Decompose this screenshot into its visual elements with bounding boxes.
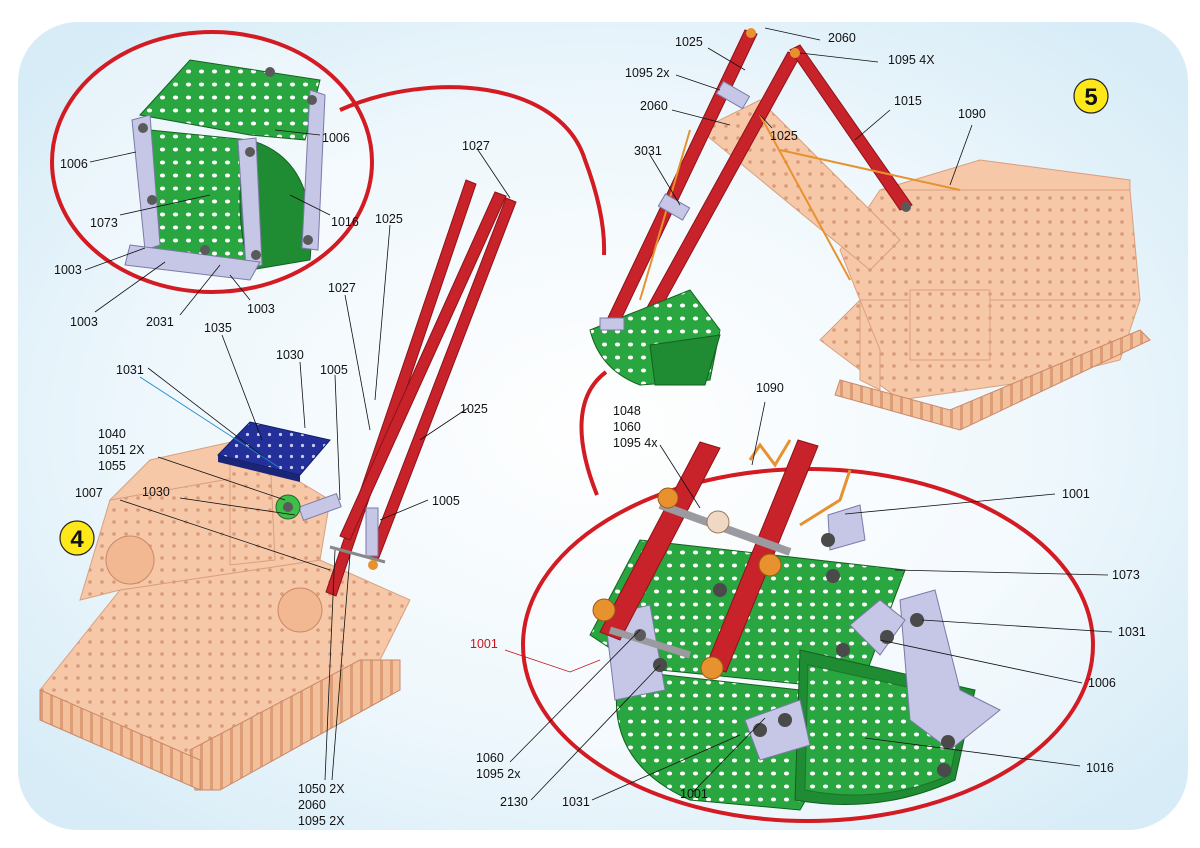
blue-leader-line bbox=[139, 376, 281, 469]
part-label: 1095 2x bbox=[476, 767, 521, 781]
part-label: 1027 bbox=[328, 281, 356, 295]
callout-connector-left bbox=[339, 85, 607, 256]
bucket-detail-top-left bbox=[124, 59, 326, 281]
part-label: 1048 bbox=[613, 404, 641, 418]
part-labels-step5: 1025 2060 1095 4X 1095 2x 2060 1015 1090… bbox=[625, 31, 986, 158]
part-label: 1005 bbox=[432, 494, 460, 508]
leader-lines bbox=[84, 27, 1113, 801]
part-label: 2031 bbox=[146, 315, 174, 329]
step-number-5: 5 bbox=[1084, 84, 1097, 111]
part-label: 1025 bbox=[770, 129, 798, 143]
part-label: 1003 bbox=[247, 302, 275, 316]
part-label: 1025 bbox=[375, 212, 403, 226]
part-label: 1090 bbox=[958, 107, 986, 121]
part-label: 1095 4X bbox=[888, 53, 935, 67]
part-label: 1015 bbox=[894, 94, 922, 108]
excavator-step5-body bbox=[699, 99, 1151, 431]
part-label: 1003 bbox=[70, 315, 98, 329]
part-label: 1055 bbox=[98, 459, 126, 473]
part-label: 2060 bbox=[298, 798, 326, 812]
part-label: 1030 bbox=[276, 348, 304, 362]
part-label: 1035 bbox=[204, 321, 232, 335]
part-labels-bottom-right: 1048 1060 1095 4x 1090 1001 1073 1001 10… bbox=[470, 381, 1146, 809]
part-labels-top-left: 1006 1006 1073 1016 1003 1003 2031 1003 bbox=[54, 131, 359, 329]
part-label: 2130 bbox=[500, 795, 528, 809]
part-label: 2060 bbox=[828, 31, 856, 45]
part-label: 1006 bbox=[60, 157, 88, 171]
boom-step5 bbox=[603, 28, 961, 347]
part-label: 2060 bbox=[640, 99, 668, 113]
part-label: 1003 bbox=[54, 263, 82, 277]
step-number-4: 4 bbox=[70, 526, 84, 553]
part-label: 1073 bbox=[90, 216, 118, 230]
part-label: 1060 bbox=[476, 751, 504, 765]
part-label: 1025 bbox=[675, 35, 703, 49]
part-label: 1027 bbox=[462, 139, 490, 153]
part-label: 1007 bbox=[75, 486, 103, 500]
part-labels-step4: 1027 1025 1027 1035 1030 1031 1005 1025 … bbox=[75, 139, 490, 828]
part-label: 1050 2X bbox=[298, 782, 345, 796]
part-label: 1030 bbox=[142, 485, 170, 499]
part-label: 1073 bbox=[1112, 568, 1140, 582]
part-label: 1095 2x bbox=[625, 66, 670, 80]
part-label: 1031 bbox=[1118, 625, 1146, 639]
excavator-step4-body bbox=[39, 439, 411, 791]
part-label: 1095 4x bbox=[613, 436, 658, 450]
part-label: 1001 bbox=[1062, 487, 1090, 501]
part-label: 1016 bbox=[331, 215, 359, 229]
part-label: 1016 bbox=[1086, 761, 1114, 775]
part-label: 1095 2X bbox=[298, 814, 345, 828]
blue-plate-step4 bbox=[217, 421, 331, 482]
part-label: 1060 bbox=[613, 420, 641, 434]
part-label: 1090 bbox=[756, 381, 784, 395]
red-leader-line bbox=[504, 649, 601, 673]
part-label: 1051 2X bbox=[98, 443, 145, 457]
part-label: 1031 bbox=[116, 363, 144, 377]
part-label: 1031 bbox=[562, 795, 590, 809]
part-label: 3031 bbox=[634, 144, 662, 158]
step-badge-5 bbox=[1073, 78, 1109, 114]
part-label: 1001 bbox=[680, 787, 708, 801]
part-label: 1005 bbox=[320, 363, 348, 377]
step-badge-4 bbox=[59, 520, 95, 556]
callout-connector-right bbox=[579, 370, 608, 496]
part-label: 1006 bbox=[322, 131, 350, 145]
part-label: 1040 bbox=[98, 427, 126, 441]
part-label-highlight: 1001 bbox=[470, 637, 498, 651]
boom-detail-bottom-right bbox=[592, 439, 852, 680]
part-label: 1006 bbox=[1088, 676, 1116, 690]
boom-step4 bbox=[275, 179, 517, 597]
bucket-step5 bbox=[589, 289, 721, 386]
part-label: 1025 bbox=[460, 402, 488, 416]
